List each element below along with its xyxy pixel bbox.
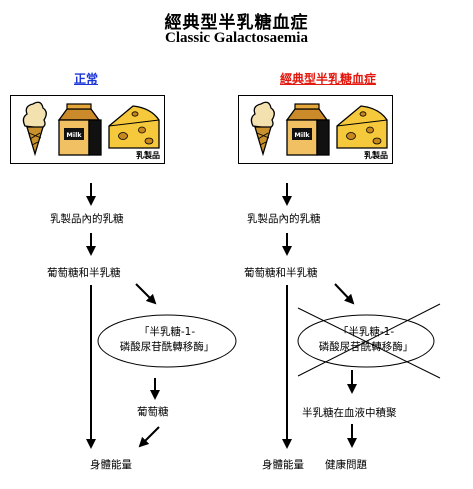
milk-label: Milk <box>294 131 310 139</box>
enzyme-text-galactosaemia: 「半乳糖-1- 磷酸尿苷酰轉移酶」 <box>298 325 434 355</box>
enzyme-line2-normal: 磷酸尿苷酰轉移酶」 <box>119 341 215 353</box>
dairy-icons-galactosaemia: Milk <box>250 101 388 157</box>
milk-carton-icon: Milk <box>285 103 330 156</box>
title-english: Classic Galactosaemia <box>165 30 308 46</box>
heading-galactosaemia[interactable]: 經典型半乳糖血症 <box>280 72 377 86</box>
enzyme-text-normal: 「半乳糖-1- 磷酸尿苷酰轉移酶」 <box>98 325 236 355</box>
cheese-wedge-icon <box>108 105 160 149</box>
normal-step-sugars: 葡萄糖和半乳糖 <box>47 267 121 279</box>
normal-step-lactose: 乳製品內的乳糖 <box>50 213 124 225</box>
galac-result-problem: 健康問題 <box>325 459 367 471</box>
heading-normal[interactable]: 正常 <box>74 72 99 86</box>
arrow-normal-glucose-to-energy-2 <box>138 426 160 448</box>
enzyme-line1-normal: 「半乳糖-1- <box>138 326 196 338</box>
cheese-wedge-icon <box>336 105 388 149</box>
ice-cream-cone-icon <box>250 101 275 157</box>
galac-step-sugars: 葡萄糖和半乳糖 <box>244 267 318 279</box>
milk-carton-icon: Milk <box>57 103 102 156</box>
ice-cream-cone-icon <box>22 101 47 157</box>
galac-result-energy: 身體能量 <box>262 459 304 471</box>
panel-label-normal: 乳製品 <box>136 151 160 160</box>
enzyme-line1-galactosaemia: 「半乳糖-1- <box>337 326 395 338</box>
milk-label: Milk <box>66 131 82 139</box>
dairy-panel-normal: Milk 乳製品 <box>10 95 165 164</box>
normal-result-energy: 身體能量 <box>90 459 132 471</box>
enzyme-line2-galactosaemia: 磷酸尿苷酰轉移酶」 <box>318 341 414 353</box>
normal-step-glucose: 葡萄糖 <box>137 406 169 418</box>
dairy-icons-normal: Milk <box>22 101 160 157</box>
arrow-galac-galactose-to-enzyme <box>334 283 355 305</box>
panel-label-galactosaemia: 乳製品 <box>364 151 388 160</box>
enzyme-ellipse-galactosaemia <box>297 314 435 368</box>
galac-step-buildup: 半乳糖在血液中積聚 <box>302 407 397 419</box>
dairy-panel-galactosaemia: Milk 乳製品 <box>238 95 393 164</box>
enzyme-ellipse-normal <box>97 314 237 368</box>
arrow-normal-galactose-to-enzyme <box>135 283 157 305</box>
cross-line-2 <box>297 303 441 377</box>
galac-step-lactose: 乳製品內的乳糖 <box>247 213 321 225</box>
title-chinese: 經典型半乳糖血症 <box>164 13 309 33</box>
cross-line-1 <box>297 307 441 379</box>
